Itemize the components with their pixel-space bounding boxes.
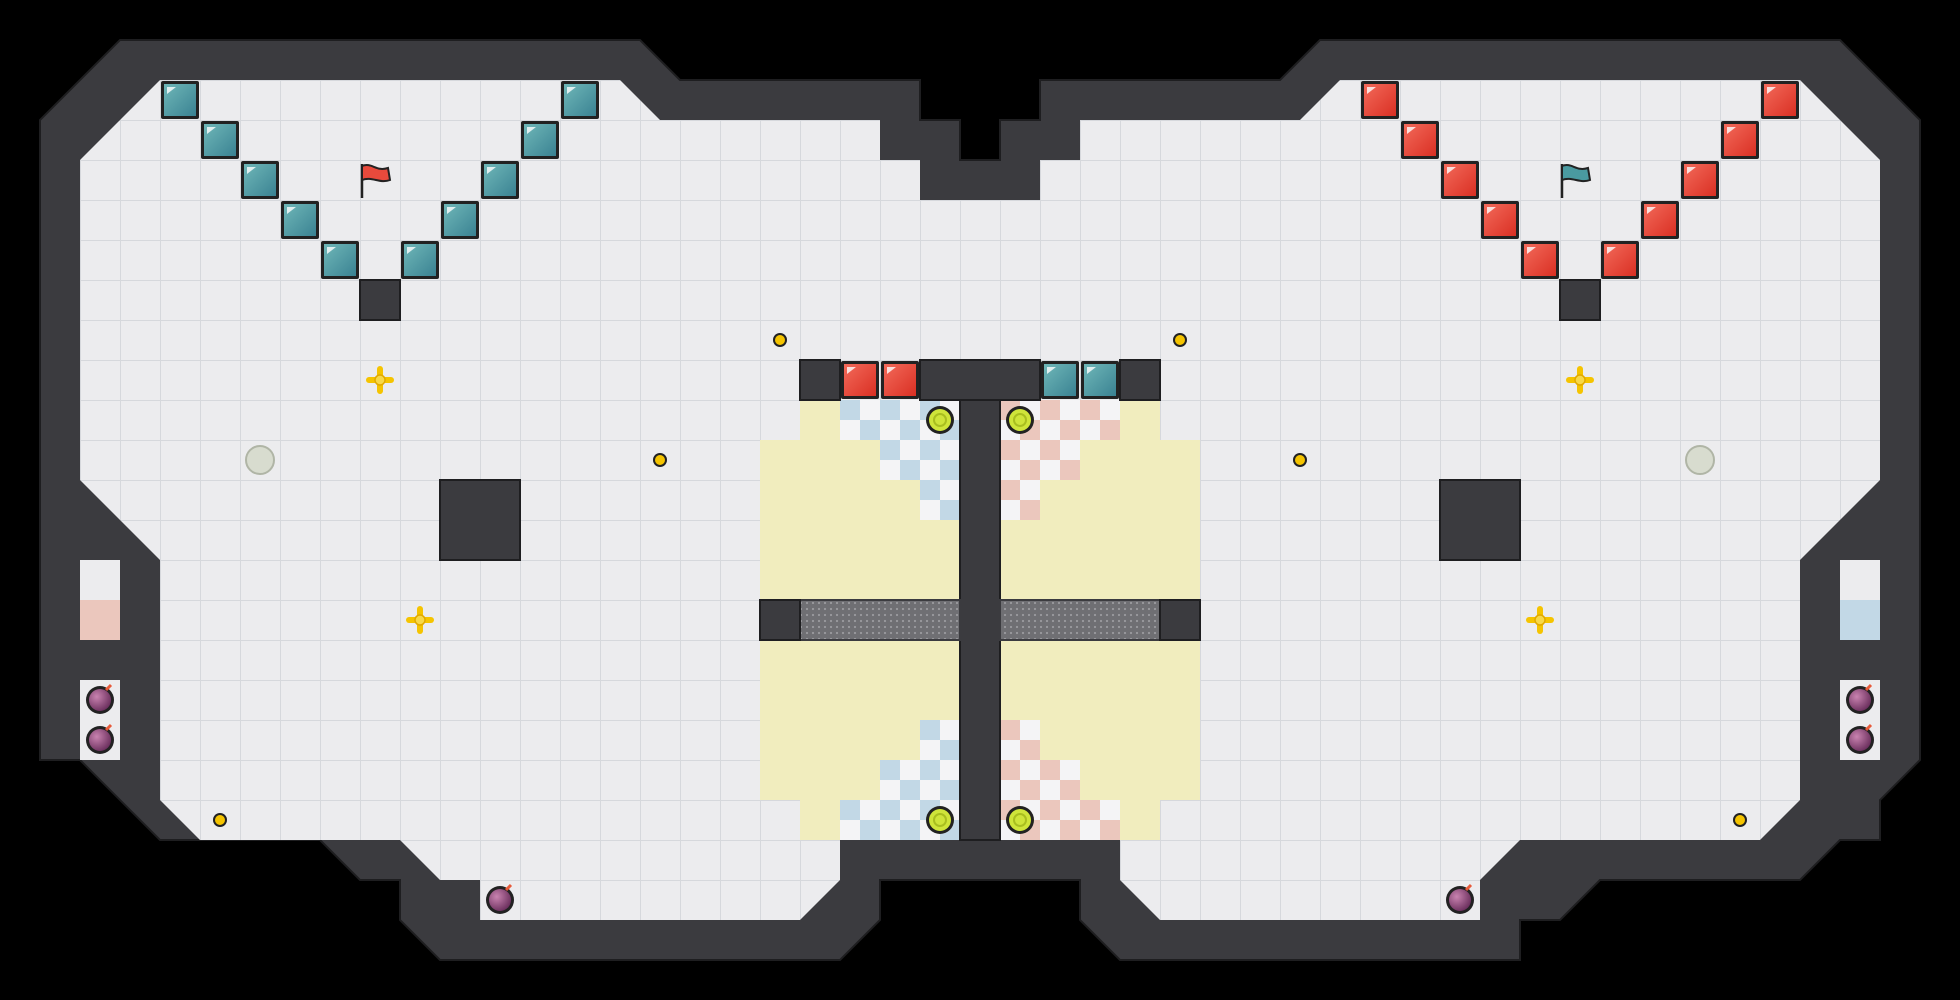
blue-tile <box>441 201 479 239</box>
red-tile <box>1441 161 1479 199</box>
coin-icon <box>773 333 787 347</box>
right-gate <box>999 599 1201 641</box>
boost-pad-icon <box>926 806 954 834</box>
blue-tile <box>1081 361 1119 399</box>
left-pocket <box>80 560 120 760</box>
red-tile <box>881 361 919 399</box>
coin-icon <box>1173 333 1187 347</box>
blue-tile <box>161 81 199 119</box>
red-tile <box>1641 201 1679 239</box>
bomb-icon <box>86 723 114 754</box>
coin-icon <box>653 453 667 467</box>
red-tile <box>1761 81 1799 119</box>
blue-tile <box>321 241 359 279</box>
red-tile <box>1521 241 1559 279</box>
blue-tile <box>281 201 319 239</box>
powerup-plus-icon <box>1526 606 1554 634</box>
wall-blocks <box>359 279 1601 561</box>
bomb-icon <box>1846 683 1874 714</box>
red-tile <box>1681 161 1719 199</box>
blue-tile <box>521 121 559 159</box>
portal-icon <box>245 445 275 475</box>
red-tile <box>1401 121 1439 159</box>
blue-tile <box>241 161 279 199</box>
red-tile <box>1481 201 1519 239</box>
coin-icon <box>213 813 227 827</box>
blue-tile <box>1041 361 1079 399</box>
checker-tiles <box>840 400 1120 840</box>
team-tiles <box>161 81 1799 399</box>
bomb-icon <box>1846 723 1874 754</box>
map-items <box>86 333 1874 914</box>
left-gate <box>759 599 961 641</box>
red-tile <box>1361 81 1399 119</box>
bomb-icon <box>1446 883 1474 914</box>
boost-pad-icon <box>926 406 954 434</box>
bomb-icon <box>486 883 514 914</box>
blue-tile <box>201 121 239 159</box>
coin-icon <box>1733 813 1747 827</box>
powerup-plus-icon <box>366 366 394 394</box>
blue-tile <box>401 241 439 279</box>
right-pocket <box>1840 560 1880 760</box>
blue-tile <box>481 161 519 199</box>
blue-tile <box>561 81 599 119</box>
boost-pad-icon <box>1006 806 1034 834</box>
red-tile <box>1721 121 1759 159</box>
portal-icon <box>1685 445 1715 475</box>
red-flag-icon <box>360 164 392 198</box>
blue-flag-icon <box>1560 164 1592 198</box>
coin-icon <box>1293 453 1307 467</box>
red-tile <box>841 361 879 399</box>
red-tile <box>1601 241 1639 279</box>
boost-pad-icon <box>1006 406 1034 434</box>
powerup-plus-icon <box>406 606 434 634</box>
powerup-plus-icon <box>1566 366 1594 394</box>
bomb-icon <box>86 683 114 714</box>
